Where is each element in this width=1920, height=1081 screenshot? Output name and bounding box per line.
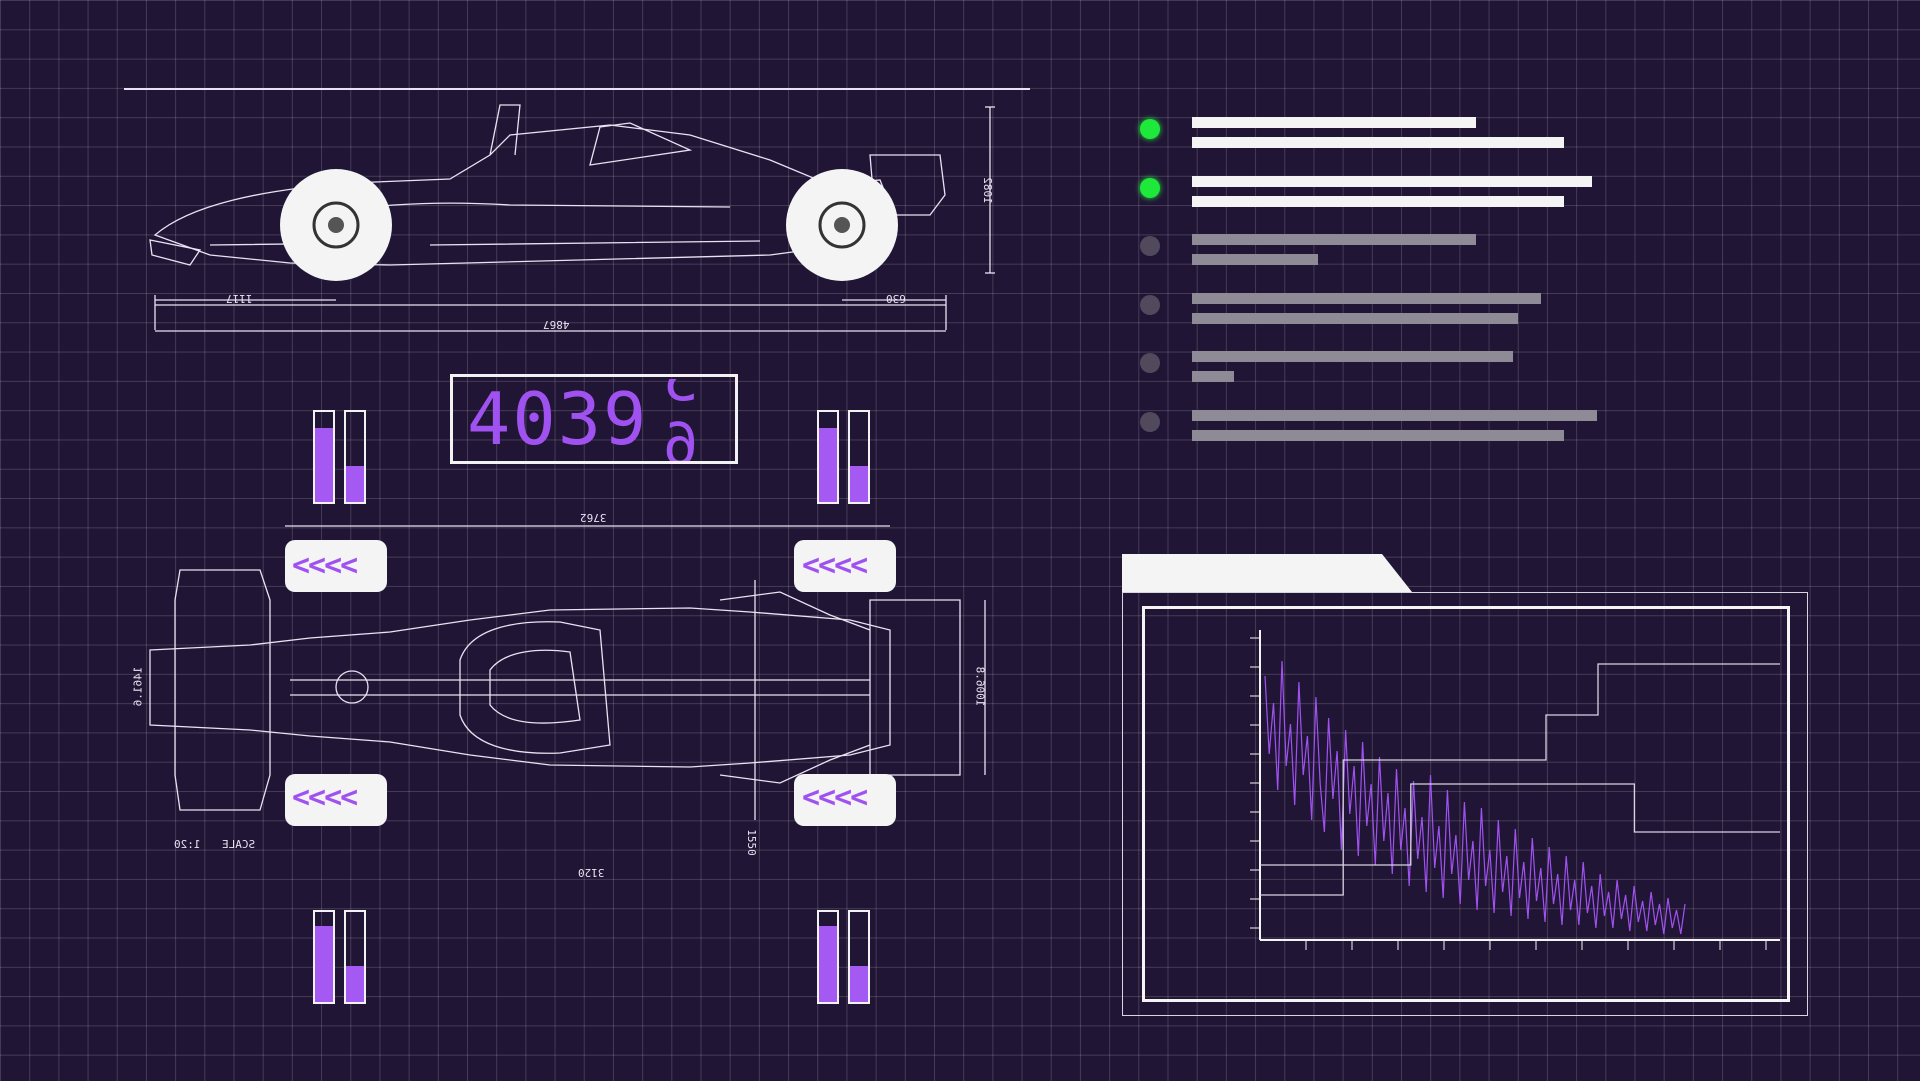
chevron-icon-fl: <<<< <box>292 548 358 583</box>
status-row <box>1140 289 1660 329</box>
status-inactive-icon <box>1140 236 1160 256</box>
gauge-rl-1 <box>313 910 335 1004</box>
front-wheel-icon <box>280 169 392 281</box>
scale-label: SCALE <box>222 838 256 851</box>
status-active-icon <box>1140 177 1160 198</box>
series-noise-line <box>1264 660 1686 935</box>
gauge-fl-2 <box>344 410 366 504</box>
chart-panel-outer <box>1122 592 1808 1016</box>
counter-roll-top: 5 <box>661 379 698 414</box>
status-text-bar <box>1192 312 1518 324</box>
gauge-fill <box>315 925 333 1002</box>
status-active-icon <box>1140 119 1160 139</box>
dim-rear-overhang-label: 630 <box>886 292 906 305</box>
chevron-icon-fr: <<<< <box>802 548 868 583</box>
front-right-tire-icon <box>285 774 387 826</box>
status-text-bar <box>1192 234 1476 245</box>
gauge-fill <box>850 466 868 502</box>
counter-digits: 4039 <box>467 377 649 461</box>
telemetry-chart <box>1250 630 1780 950</box>
chart-panel <box>1142 606 1790 1002</box>
dim-wheelbase-bottom-label: 3120 <box>578 866 605 879</box>
gauge-fill <box>346 966 364 1002</box>
gauge-fill <box>819 925 837 1002</box>
status-text-bar <box>1192 117 1476 128</box>
chevron-icon-rr: <<<< <box>802 780 868 815</box>
status-text-bar <box>1192 175 1592 187</box>
dim-rear-width-label: 1550 <box>744 829 758 856</box>
header-rule <box>124 88 1030 90</box>
front-left-tire-icon <box>285 540 387 592</box>
gauge-fill <box>850 966 868 1002</box>
gauge-fr-1 <box>817 410 839 504</box>
status-text-bar <box>1192 292 1541 304</box>
status-text-bar <box>1192 137 1564 148</box>
lap-counter: 4039 5 6 <box>450 374 738 464</box>
car-top-view <box>149 525 986 826</box>
gauge-rr-1 <box>817 910 839 1004</box>
gauge-fl-1 <box>313 410 335 504</box>
gauge-fill <box>819 428 837 502</box>
dim-front-overhang-label: 1117 <box>226 292 253 305</box>
status-row <box>1140 347 1660 387</box>
status-text-bar <box>1192 371 1234 382</box>
chevron-icon-rl: <<<< <box>292 780 358 815</box>
dim-front-track-label: 1461.6 <box>131 666 145 707</box>
series-step-line-2 <box>1260 783 1780 866</box>
status-row <box>1140 113 1660 153</box>
car-side-view <box>149 104 995 332</box>
gauge-fill <box>315 428 333 502</box>
counter-roll-bottom: 6 <box>661 410 698 461</box>
dim-length-label: 4867 <box>543 318 570 331</box>
series-step-line-1 <box>1260 663 1780 896</box>
status-row <box>1140 172 1660 212</box>
scale-value: 1:20 <box>174 838 201 851</box>
dim-wheelbase-top-label: 3762 <box>580 511 607 524</box>
rear-right-tire-icon <box>794 774 896 826</box>
gauge-rl-2 <box>344 910 366 1004</box>
status-text-bar <box>1192 195 1564 207</box>
dim-rear-track-label: 1006.8 <box>973 666 987 707</box>
status-text-bar <box>1192 409 1597 421</box>
rear-left-tire-icon <box>794 540 896 592</box>
rear-wheel-icon <box>786 169 898 281</box>
status-text-bar <box>1192 254 1318 265</box>
status-row <box>1140 230 1660 270</box>
status-inactive-icon <box>1140 294 1160 315</box>
gauge-fr-2 <box>848 410 870 504</box>
gauge-rr-2 <box>848 910 870 1004</box>
counter-rolling-digit: 5 6 <box>661 379 699 461</box>
status-row <box>1140 406 1660 446</box>
gauge-fill <box>346 466 364 502</box>
status-inactive-icon <box>1140 353 1160 373</box>
status-inactive-icon <box>1140 411 1160 432</box>
dim-height-label: 1082 <box>980 177 994 204</box>
status-text-bar <box>1192 351 1513 362</box>
chart-panel-tab[interactable] <box>1122 554 1412 592</box>
status-text-bar <box>1192 429 1564 441</box>
